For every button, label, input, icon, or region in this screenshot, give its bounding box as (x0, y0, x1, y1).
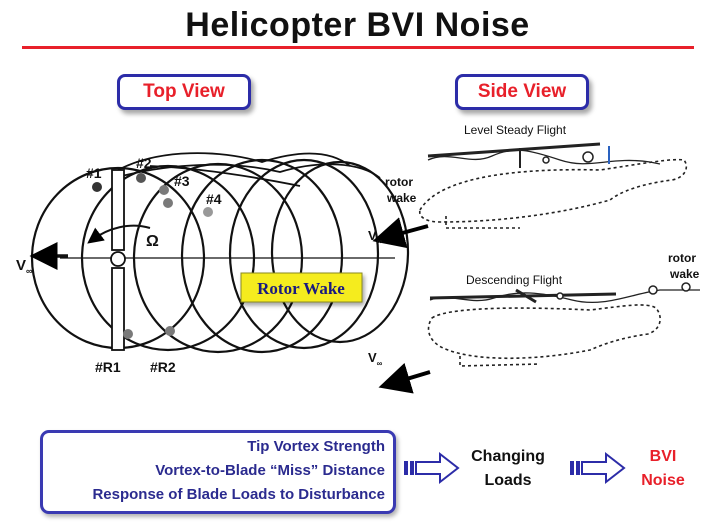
blade-marker-2: #2 (136, 155, 152, 171)
descending-wake-trace (429, 289, 700, 304)
changing-loads-line2: Loads (484, 472, 532, 489)
freestream-arrow-descending (378, 362, 431, 394)
side-view-label: Side View (455, 74, 589, 110)
rotation-arrow (87, 224, 151, 244)
rotor-wake-label-desc-line1: rotor (668, 251, 696, 265)
page-title: Helicopter BVI Noise (185, 6, 530, 44)
arrow-loads-to-noise (570, 451, 626, 485)
title-underline (22, 46, 694, 49)
rotor-wake-label-level-line2: wake (386, 191, 417, 205)
wake-loops (30, 158, 410, 354)
rotor-blade-forward (111, 169, 125, 251)
wake-loop-5 (228, 158, 380, 350)
blade-marker-3: #3 (174, 173, 190, 189)
noise-factors-box: Tip Vortex Strength Vortex-to-Blade “Mis… (40, 430, 396, 514)
rear-marker-r1: #R1 (95, 359, 121, 375)
side-view-descending-flight (378, 282, 700, 394)
rotor-wake-label: Rotor Wake (257, 279, 345, 298)
bvi-point-2 (136, 173, 146, 183)
freestream-label-level: V∞ (368, 228, 383, 246)
freestream-label-top: V∞ (16, 257, 33, 276)
rotor-blade-aft (111, 267, 125, 351)
changing-loads-label: Changing Loads (463, 445, 553, 493)
level-flight-label: Level Steady Flight (464, 123, 567, 137)
rotor-hub (110, 251, 126, 267)
level-fuselage-outline (418, 158, 688, 223)
factor-tip-vortex-strength: Tip Vortex Strength (247, 438, 385, 455)
interaction-points (92, 173, 213, 339)
bvi-noise-label: BVI Noise (633, 445, 693, 493)
bvi-noise-line1: BVI (649, 448, 677, 465)
descending-rotor-disk (429, 292, 617, 300)
omega-symbol: Ω (146, 233, 159, 250)
blade-marker-1: #1 (86, 165, 102, 181)
bvi-point-4 (163, 198, 173, 208)
descending-flight-label: Descending Flight (466, 273, 563, 287)
arrow-factors-to-loads (404, 451, 460, 485)
factor-blade-load-response: Response of Blade Loads to Disturbance (92, 486, 385, 503)
rear-marker-r2: #R2 (150, 359, 176, 375)
bvi-point-r1 (123, 329, 133, 339)
bvi-noise-line2: Noise (641, 472, 685, 489)
side-view-level-flight (372, 142, 688, 249)
bvi-point-5 (203, 207, 213, 217)
factor-miss-distance: Vortex-to-Blade “Miss” Distance (155, 462, 385, 479)
rotor-wake-callout: Rotor Wake (240, 272, 363, 303)
changing-loads-line1: Changing (471, 448, 545, 465)
bvi-point-r2 (165, 326, 175, 336)
freestream-label-descending: V∞ (368, 350, 383, 368)
freestream-arrow-level (372, 217, 429, 249)
top-view-label: Top View (117, 74, 251, 110)
blade-tip-trails (117, 152, 381, 187)
blade-marker-4: #4 (206, 191, 222, 207)
bvi-point-1 (92, 182, 102, 192)
bvi-point-3 (159, 185, 169, 195)
top-view-diagram (29, 152, 410, 354)
wake-loop-6 (270, 160, 410, 344)
wake-loop-4 (180, 158, 344, 354)
level-wake-trace (427, 149, 661, 165)
descending-fuselage-outline (427, 304, 661, 360)
rotor-wake-label-level-line1: rotor (385, 175, 413, 189)
rotor-wake-label-desc-line2: wake (669, 267, 700, 281)
